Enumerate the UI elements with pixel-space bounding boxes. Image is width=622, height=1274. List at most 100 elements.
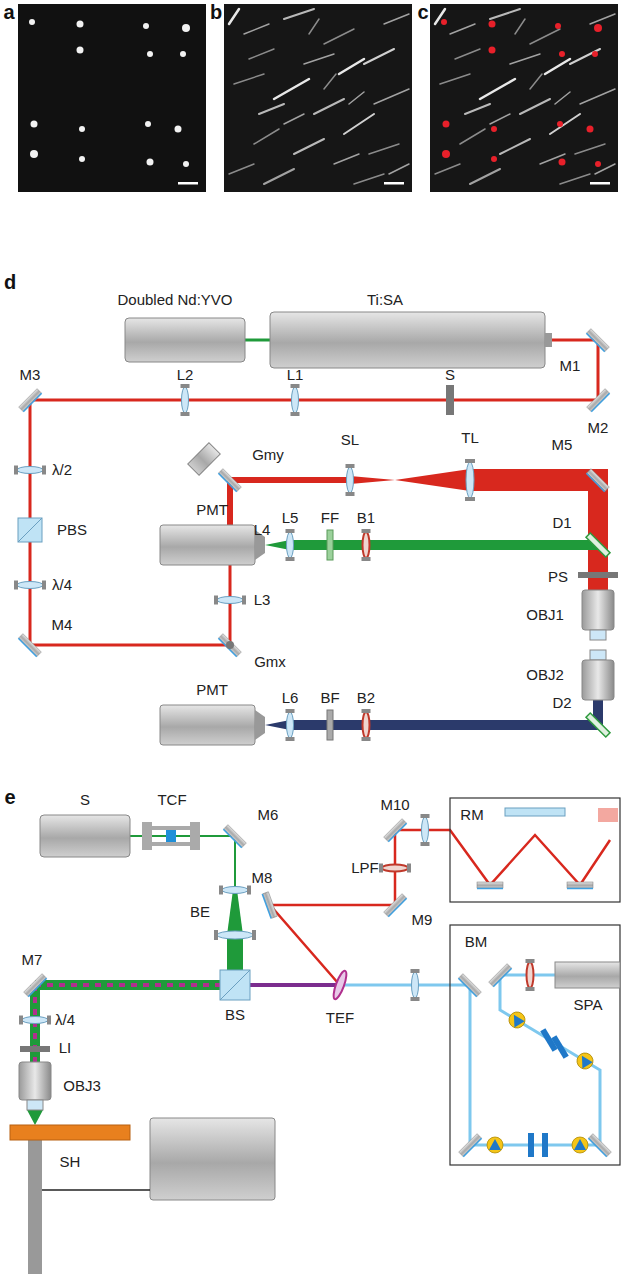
crystal [598, 808, 618, 822]
lens [181, 384, 190, 416]
part-label: B1 [357, 510, 375, 527]
lens [19, 1016, 51, 1025]
part-label: OBJ1 [526, 607, 564, 624]
lens [526, 959, 535, 991]
prism-compressor [572, 1137, 588, 1153]
laser-head [150, 1118, 275, 1200]
panel-letter: c [417, 1, 428, 23]
part-label: PBS [57, 522, 87, 539]
micrograph-a [178, 182, 198, 185]
mirror [477, 882, 503, 889]
part-label: M1 [560, 358, 581, 375]
part-label: TEF [326, 1010, 354, 1027]
part-label: Ti:SA [367, 292, 403, 309]
part-label: M5 [552, 437, 573, 454]
laser-beam [290, 540, 598, 550]
part-label: LPF [351, 860, 379, 877]
lens [214, 930, 256, 940]
objective [582, 660, 614, 700]
prism-compressor [487, 1009, 596, 1157]
panel-letter: e [4, 786, 15, 808]
plate [578, 572, 618, 578]
part-label: L3 [254, 592, 271, 609]
laser-head [125, 318, 245, 362]
prism-compressor [528, 1133, 534, 1157]
lens [362, 529, 371, 561]
lens [219, 886, 251, 895]
laser-beam [227, 935, 243, 970]
instrument-box [450, 925, 620, 1165]
prism-compressor [551, 1035, 569, 1059]
mirror [24, 819, 612, 1157]
laser-head [270, 312, 545, 368]
laser-head [125, 312, 552, 368]
micrograph-a [18, 4, 206, 192]
part-label: S [445, 367, 455, 384]
laser-head [152, 842, 190, 846]
part-label: D2 [552, 695, 571, 712]
part-label: BS [225, 1007, 245, 1024]
micrograph-b [224, 4, 412, 192]
mirror [384, 819, 407, 842]
part-label: RM [460, 807, 483, 824]
objective [582, 590, 614, 700]
part-label: BE [190, 904, 210, 921]
part-label: λ/2 [52, 462, 72, 479]
beam-splitter [18, 518, 42, 542]
laser-head [190, 822, 200, 850]
part-label: TCF [157, 792, 186, 809]
part-label: SL [341, 432, 359, 449]
part-label: M7 [22, 952, 43, 969]
part-label: L5 [282, 510, 299, 527]
objective [19, 1062, 51, 1110]
part-label: PS [548, 569, 568, 586]
panel-letter: a [3, 1, 14, 23]
mirror [567, 882, 593, 889]
instrument-box [450, 798, 620, 1165]
laser-beam [245, 339, 270, 342]
lens [286, 709, 295, 741]
laser-head [28, 1140, 42, 1274]
part-label: M10 [380, 797, 409, 814]
objective [590, 650, 606, 660]
part-label: TL [461, 430, 479, 447]
mirror [18, 634, 41, 657]
beam-splitter [220, 970, 250, 1000]
pmt [160, 705, 255, 745]
mirror [586, 329, 609, 352]
laser-beam [270, 830, 610, 983]
galvo-mirror [188, 443, 221, 476]
part-label: L2 [177, 367, 194, 384]
laser-head [40, 815, 130, 857]
dichroic-mirror [586, 713, 610, 737]
laser-head [166, 830, 176, 842]
lens [346, 464, 355, 496]
laser-head [10, 815, 620, 1274]
part-label: FF [321, 510, 339, 527]
laser-beam [290, 720, 603, 730]
part-label: OBJ2 [526, 667, 564, 684]
part-label: λ/4 [55, 1012, 75, 1029]
part-label: M9 [412, 912, 433, 929]
laser-beam [250, 983, 336, 987]
micrograph-c [430, 4, 618, 192]
part-label: Gmy [252, 447, 284, 464]
part-label: M8 [252, 870, 273, 887]
lens [362, 709, 371, 741]
prism-compressor [487, 1137, 503, 1153]
part-label: B2 [357, 690, 375, 707]
dichroic-mirror [586, 533, 610, 557]
laser-beam [27, 830, 610, 1145]
part-label: LI [59, 1040, 72, 1057]
mirror [489, 964, 512, 987]
micrograph-b [224, 4, 412, 192]
laser-beam [230, 477, 350, 483]
laser-head [555, 962, 620, 988]
shutter [446, 385, 454, 415]
part-label: BF [320, 690, 339, 707]
panel-letter: d [4, 271, 16, 293]
lens [19, 814, 535, 1025]
part-label: SH [60, 1154, 81, 1171]
